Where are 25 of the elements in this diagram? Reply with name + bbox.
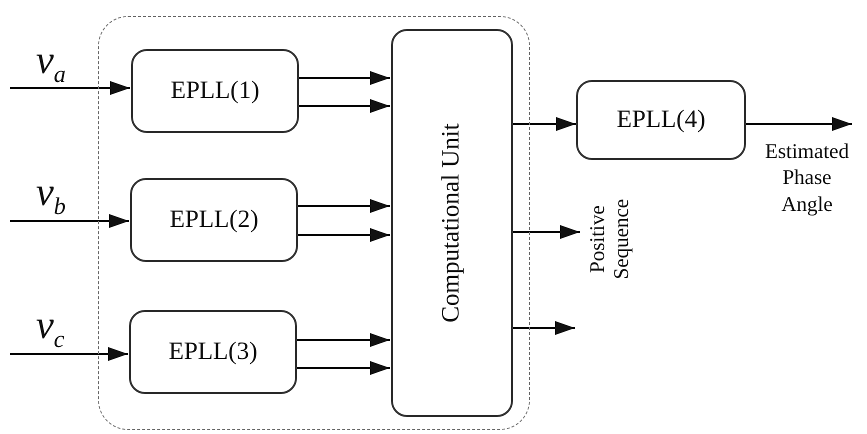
arrow: [512, 225, 580, 239]
process-box: [391, 29, 513, 417]
arrow: [746, 117, 852, 131]
process-box: [131, 49, 299, 133]
arrow: [10, 214, 129, 228]
process-box: [576, 80, 746, 160]
group-frame: [98, 16, 530, 430]
arrow: [298, 99, 390, 113]
box-label: EPLL(2): [170, 206, 258, 234]
process-box: [129, 310, 297, 394]
box-label: Computational Unit: [438, 123, 466, 323]
box-label: EPLL(4): [616, 106, 706, 134]
box-label: EPLL(1): [170, 77, 260, 105]
arrow: [296, 333, 390, 347]
output-label: Positive Sequence: [580, 190, 638, 288]
box-label: EPLL(3): [168, 338, 258, 366]
arrow: [512, 321, 575, 335]
arrow: [10, 81, 130, 95]
arrow: [296, 361, 390, 375]
process-box: [130, 178, 298, 262]
arrow: [512, 117, 576, 131]
arrow: [297, 228, 390, 242]
arrow: [10, 347, 128, 361]
arrow: [297, 199, 390, 213]
arrow: [298, 71, 390, 85]
